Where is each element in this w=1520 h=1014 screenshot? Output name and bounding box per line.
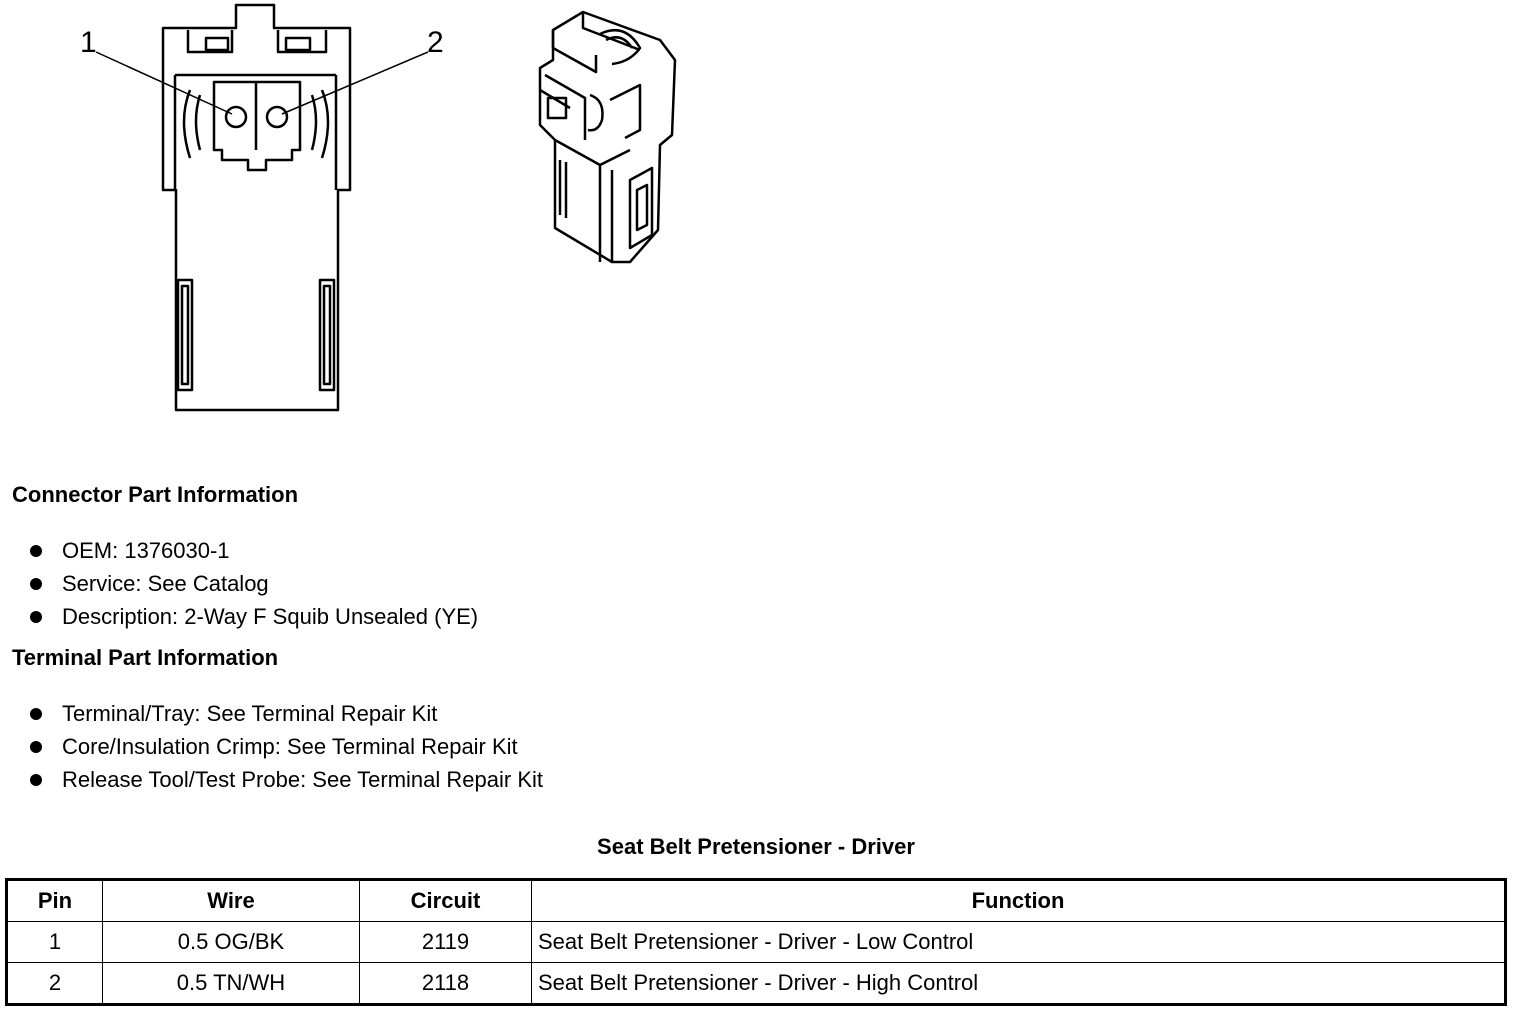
cell-circuit: 2119 <box>359 921 532 963</box>
list-item: Service: See Catalog <box>28 567 478 600</box>
bullet-icon <box>30 578 42 590</box>
cell-wire: 0.5 OG/BK <box>102 921 360 963</box>
connector-3d-view <box>538 10 677 264</box>
list-item: Release Tool/Test Probe: See Terminal Re… <box>28 763 543 796</box>
list-item-text: Core/Insulation Crimp: See Terminal Repa… <box>62 734 518 759</box>
list-item-text: Service: See Catalog <box>62 571 269 596</box>
column-header-wire: Wire <box>102 879 360 922</box>
cell-wire: 0.5 TN/WH <box>102 962 360 1005</box>
column-header-pin: Pin <box>6 879 103 922</box>
list-item-text: Release Tool/Test Probe: See Terminal Re… <box>62 767 543 792</box>
bullet-icon <box>30 774 42 786</box>
connector-face-view <box>161 3 352 412</box>
pin-table-title: Seat Belt Pretensioner - Driver <box>597 834 915 859</box>
bullet-icon <box>30 611 42 623</box>
callout-pin-2: 2 <box>427 26 444 59</box>
bullet-icon <box>30 708 42 720</box>
bullet-icon <box>30 545 42 557</box>
table-header-row: Pin Wire Circuit Function <box>6 879 1506 922</box>
list-item: Core/Insulation Crimp: See Terminal Repa… <box>28 730 543 763</box>
list-item: Terminal/Tray: See Terminal Repair Kit <box>28 697 543 730</box>
terminal-part-info-list: Terminal/Tray: See Terminal Repair Kit C… <box>28 697 543 796</box>
connector-part-info-heading: Connector Part Information <box>12 482 299 507</box>
cell-function: Seat Belt Pretensioner - Driver - High C… <box>531 962 1506 1005</box>
connector-part-info-list: OEM: 1376030-1 Service: See Catalog Desc… <box>28 534 478 633</box>
list-item-text: Description: 2-Way F Squib Unsealed (YE) <box>62 604 479 629</box>
bullet-icon <box>30 741 42 753</box>
pin-table: Pin Wire Circuit Function 1 0.5 OG/BK 21… <box>5 878 1507 1006</box>
column-header-function: Function <box>531 879 1506 922</box>
callout-leaders <box>95 51 429 115</box>
table-row: 1 0.5 OG/BK 2119 Seat Belt Pretensioner … <box>6 921 1506 963</box>
terminal-part-info-heading: Terminal Part Information <box>12 645 279 670</box>
list-item: Description: 2-Way F Squib Unsealed (YE) <box>28 600 478 633</box>
column-header-circuit: Circuit <box>359 879 532 922</box>
table-row: 2 0.5 TN/WH 2118 Seat Belt Pretensioner … <box>6 962 1506 1005</box>
cell-circuit: 2118 <box>359 962 532 1005</box>
list-item-text: Terminal/Tray: See Terminal Repair Kit <box>62 701 438 726</box>
cell-function: Seat Belt Pretensioner - Driver - Low Co… <box>531 921 1506 963</box>
cell-pin: 2 <box>6 962 103 1005</box>
list-item-text: OEM: 1376030-1 <box>62 538 230 563</box>
callout-pin-1: 1 <box>80 26 97 59</box>
list-item: OEM: 1376030-1 <box>28 534 478 567</box>
connector-drawing <box>95 3 677 412</box>
cell-pin: 1 <box>6 921 103 963</box>
